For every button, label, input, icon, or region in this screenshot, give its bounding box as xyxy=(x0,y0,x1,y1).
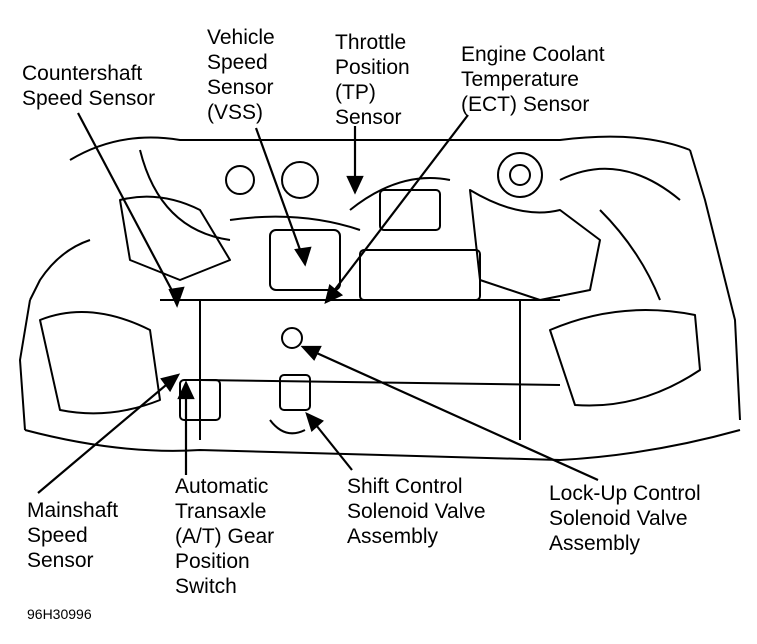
arrowhead-vss xyxy=(294,246,312,267)
label-line: Mainshaft xyxy=(27,499,119,522)
figure-id: 96H30996 xyxy=(27,606,92,622)
label-line: Solenoid Valve xyxy=(347,500,486,523)
label-line: Position xyxy=(335,56,410,79)
label-mainshaft-speed-sensor: Mainshaft Speed Sensor xyxy=(27,498,118,573)
arrowhead-ect xyxy=(324,284,344,304)
label-line: (TP) xyxy=(335,81,376,104)
label-throttle-position-sensor: Throttle Position (TP) Sensor xyxy=(335,30,410,130)
label-line: Temperature xyxy=(461,68,579,91)
label-lock-up-control-solenoid: Lock-Up Control Solenoid Valve Assembly xyxy=(549,481,701,556)
label-shift-control-solenoid: Shift Control Solenoid Valve Assembly xyxy=(347,474,486,549)
leader-ect xyxy=(329,114,469,297)
label-line: (ECT) Sensor xyxy=(461,93,590,116)
label-ect-sensor: Engine Coolant Temperature (ECT) Sensor xyxy=(461,42,605,117)
leader-mainshaft xyxy=(37,379,173,494)
leader-shift xyxy=(311,419,353,471)
label-vehicle-speed-sensor: Vehicle Speed Sensor (VSS) xyxy=(207,25,275,125)
leader-countershaft xyxy=(77,112,178,301)
label-line: Speed Sensor xyxy=(22,87,156,110)
label-line: Lock-Up Control xyxy=(549,482,701,505)
leader-vss xyxy=(254,127,305,259)
label-line: Countershaft xyxy=(22,62,143,85)
label-line: Speed xyxy=(207,51,268,74)
label-line: Sensor xyxy=(335,106,402,129)
label-line: Speed xyxy=(27,524,88,547)
label-at-gear-position-switch: Automatic Transaxle (A/T) Gear Position … xyxy=(175,474,274,599)
label-line: Automatic xyxy=(175,475,269,498)
label-line: Position xyxy=(175,550,250,573)
arrowhead-atgear xyxy=(177,380,195,400)
label-line: Assembly xyxy=(347,525,439,548)
label-line: (VSS) xyxy=(207,101,264,124)
arrowhead-shift xyxy=(305,411,324,432)
label-line: Shift Control xyxy=(347,475,463,498)
label-line: Assembly xyxy=(549,532,641,555)
arrowhead-lockup xyxy=(300,345,322,361)
label-line: Engine Coolant xyxy=(461,43,605,66)
engine-illustration xyxy=(19,135,741,461)
label-countershaft-speed-sensor: Countershaft Speed Sensor xyxy=(22,61,155,111)
label-line: Vehicle xyxy=(207,26,275,49)
arrowhead-tp xyxy=(346,175,364,195)
label-line: (A/T) Gear xyxy=(175,525,275,548)
label-line: Solenoid Valve xyxy=(549,507,688,530)
leader-lines xyxy=(37,112,599,494)
label-line: Throttle xyxy=(335,31,407,54)
arrowhead-countershaft xyxy=(168,286,185,308)
arrowhead-mainshaft xyxy=(160,373,181,393)
label-line: Sensor xyxy=(207,76,274,99)
label-line: Sensor xyxy=(27,549,94,572)
leader-lockup xyxy=(309,348,599,482)
label-line: Switch xyxy=(175,575,237,598)
label-line: Transaxle xyxy=(175,500,267,523)
